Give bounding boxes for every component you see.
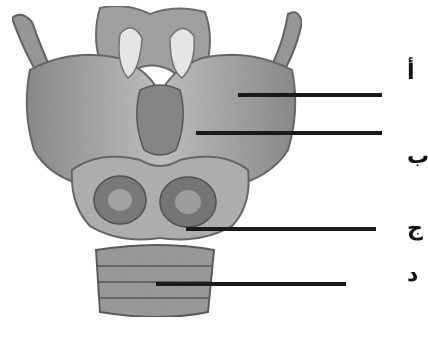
label-c: ج bbox=[407, 218, 423, 240]
central-structure bbox=[137, 85, 183, 155]
cricoid-ring-left-inner bbox=[108, 189, 132, 211]
cricoid-ring-right-inner bbox=[175, 190, 201, 214]
label-a: أ bbox=[407, 62, 415, 84]
label-d: د bbox=[407, 264, 418, 286]
larynx-anatomy-icon bbox=[12, 6, 302, 317]
label-b: ب bbox=[407, 146, 428, 168]
